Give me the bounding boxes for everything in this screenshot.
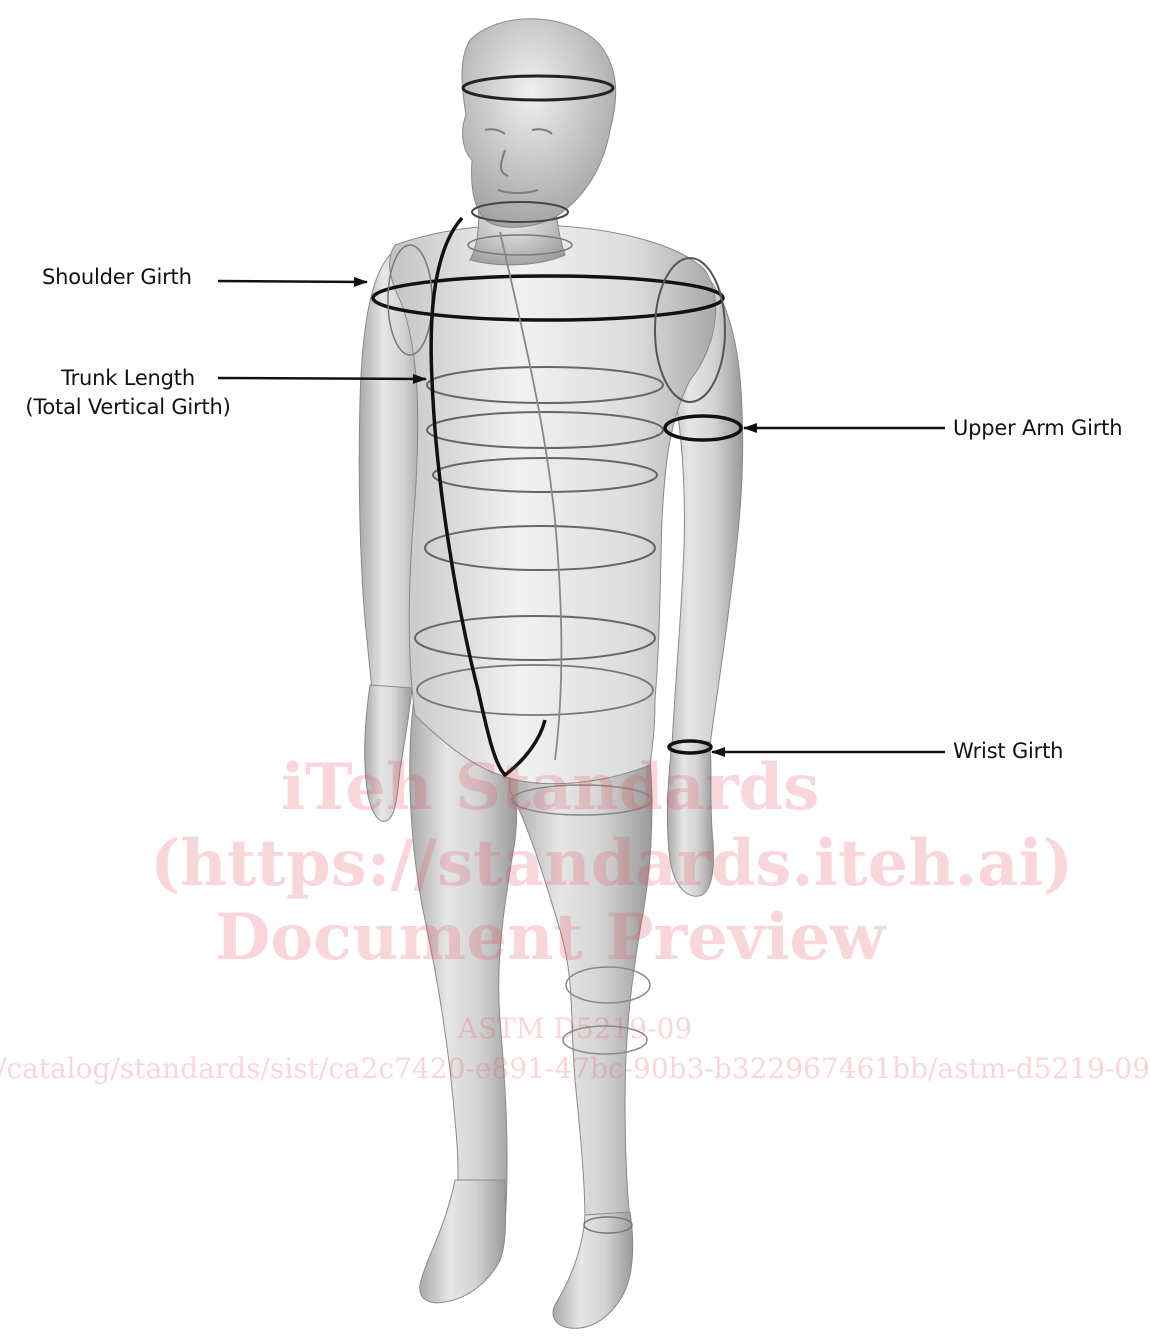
head bbox=[462, 19, 616, 228]
mannequin bbox=[359, 19, 742, 1328]
right-foot bbox=[553, 1212, 633, 1328]
watermark-url: (https://standards.iteh.ai) bbox=[150, 828, 950, 900]
trunk-length-label-line1: Trunk Length bbox=[10, 364, 246, 393]
wrist-girth-label: Wrist Girth bbox=[953, 737, 1063, 766]
trunk-length-label: Trunk Length (Total Vertical Girth) bbox=[10, 364, 246, 422]
trunk-length-arrow bbox=[218, 378, 426, 379]
upper-arm-girth-label: Upper Arm Girth bbox=[953, 414, 1122, 443]
left-foot bbox=[420, 1180, 506, 1303]
watermark-catalog-link: https://standards.iteh.ai/catalog/standa… bbox=[0, 1052, 1150, 1086]
shoulder-girth-arrow bbox=[218, 281, 367, 282]
watermark-standard: ASTM D5219-09 bbox=[400, 1012, 750, 1046]
watermark-title: iTeh Standards bbox=[200, 752, 900, 824]
watermark-preview: Document Preview bbox=[200, 902, 900, 974]
shoulder-girth-label: Shoulder Girth bbox=[42, 263, 192, 292]
trunk-length-label-line2: (Total Vertical Girth) bbox=[10, 393, 246, 422]
